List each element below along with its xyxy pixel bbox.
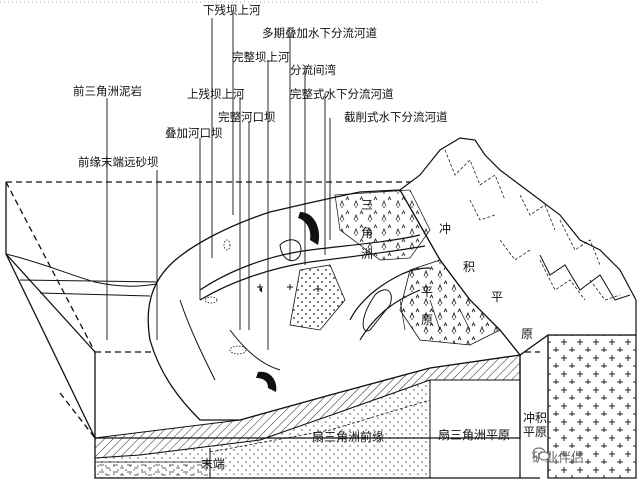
label-terminal: 末端 bbox=[201, 457, 226, 471]
watermark: 矿业伴侣 bbox=[532, 447, 584, 466]
vlabel-alluvial-a-3: 平 bbox=[490, 290, 503, 304]
label-complete-bar-channel: 完整坝上河 bbox=[232, 50, 290, 64]
label-stacked-mouth-bar: 叠加河口坝 bbox=[165, 126, 223, 140]
label-distal-bar: 前缘末端远砂坝 bbox=[78, 155, 159, 169]
label-upper-residual-bar: 上残坝上河 bbox=[187, 87, 245, 101]
label-interdistributary-bay: 分流间湾 bbox=[290, 63, 336, 77]
vlabel-delta: 三 角 洲 bbox=[360, 198, 373, 261]
vlabel-alluvial-a-2: 积 bbox=[462, 260, 475, 274]
wechat-icon bbox=[532, 447, 550, 461]
label-lower-residual-bar: 下残坝上河 bbox=[203, 3, 261, 17]
label-multi-stage-channel: 多期叠加水下分流河道 bbox=[262, 26, 377, 40]
delta-plain bbox=[147, 189, 522, 421]
label-complete-channel: 完整式水下分流河道 bbox=[290, 87, 394, 101]
vlabel-alluvial-a: 冲 bbox=[438, 222, 451, 236]
leader-lines bbox=[106, 10, 331, 350]
label-fan-delta-plain: 扇三角洲平原 bbox=[438, 428, 511, 442]
water-surface bbox=[5, 253, 176, 297]
vlabel-plain-a: 平 原 bbox=[420, 285, 433, 328]
label-fan-delta-front: 扇三角洲前缘 bbox=[312, 430, 385, 444]
label-prodelta-mudstone: 前三角洲泥岩 bbox=[73, 84, 142, 98]
label-complete-mouth-bar: 完整河口坝 bbox=[218, 110, 276, 124]
label-alluvial-plain-b: 冲积平原 bbox=[523, 411, 548, 439]
vlabel-alluvial-a-4: 原 bbox=[520, 327, 533, 341]
label-truncated-channel: 截削式水下分流河道 bbox=[344, 110, 448, 124]
